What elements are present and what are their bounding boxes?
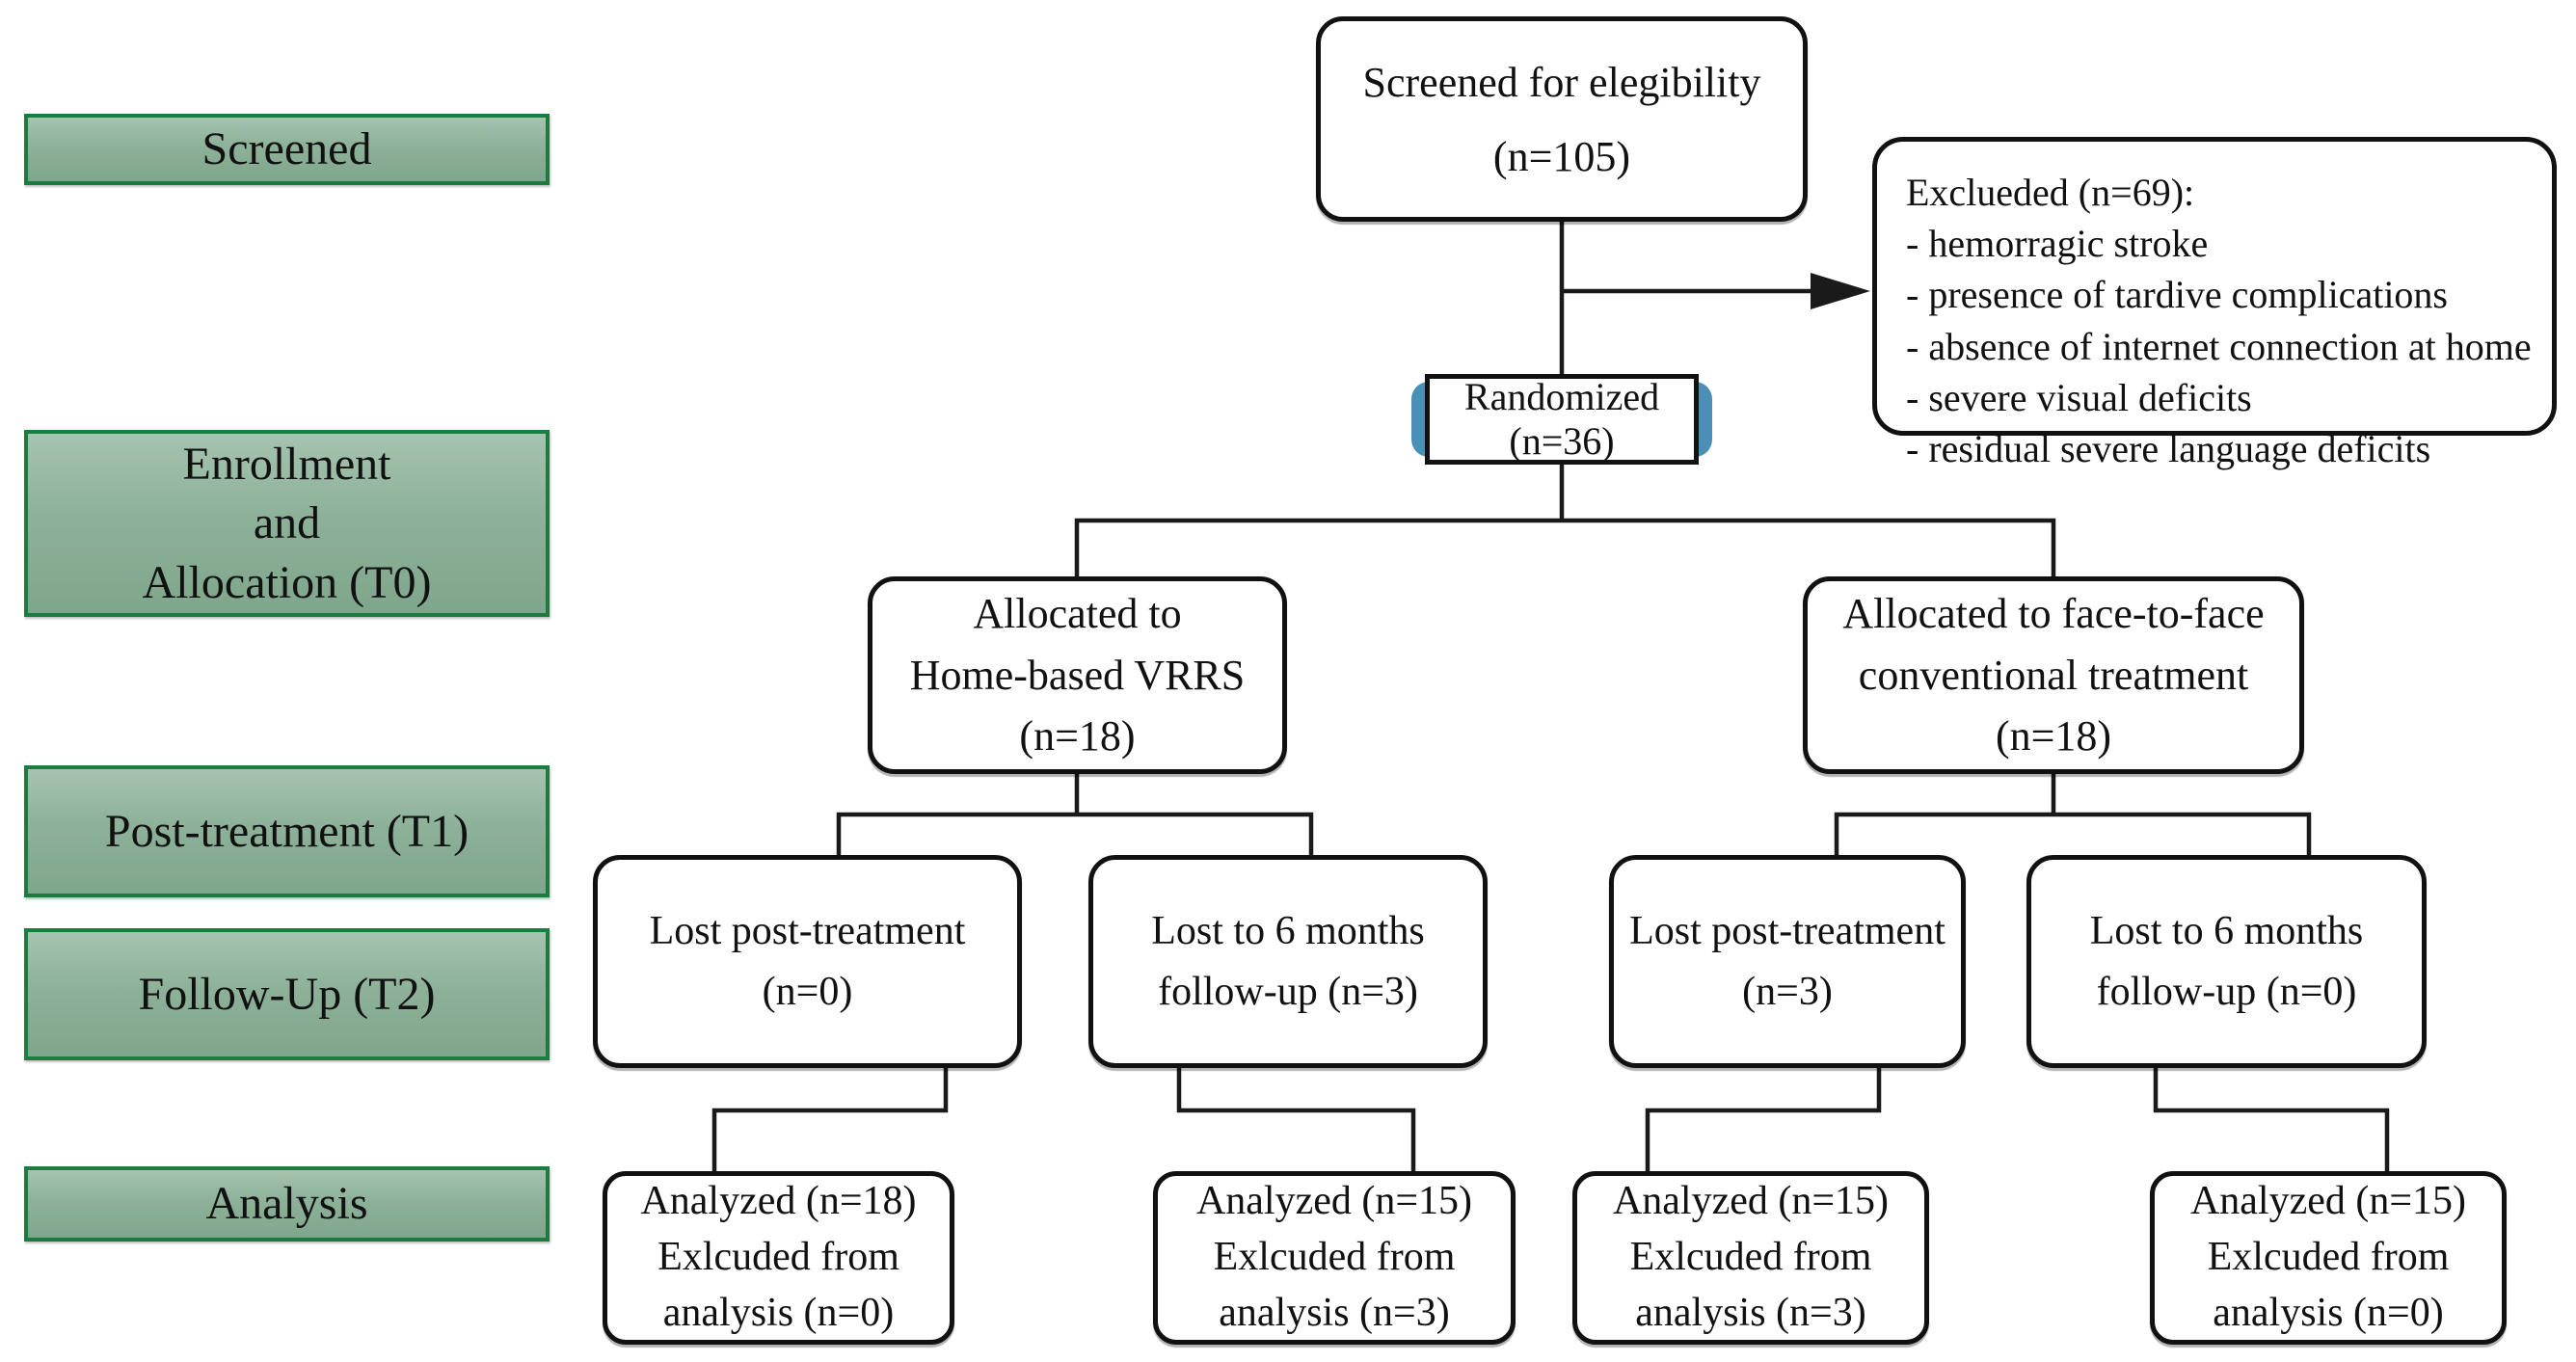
connector-lost2-analysis2: [1176, 1068, 1416, 1171]
connector-lost3-analysis3: [1645, 1068, 1882, 1171]
randomized-box: Randomized (n=36): [1425, 374, 1699, 465]
excluded-reasons-box: Exclueded (n=69): - hemorragic stroke - …: [1872, 137, 2557, 470]
connector-alloc-left-split: [836, 812, 1314, 855]
analyzed-conventional-t1-box: Analyzed (n=15) Exlcuded from analysis (…: [1572, 1171, 1929, 1345]
stage-label-enrollment-allocation: Enrollment and Allocation (T0): [24, 430, 550, 617]
excluded-reason-4: - severe visual deficits: [1906, 375, 2252, 419]
excluded-reason-5: - residual severe language deficits: [1906, 426, 2431, 470]
connector-lost4-analysis4: [2153, 1068, 2390, 1171]
lost-follow-up-conventional-box: Lost to 6 months follow-up (n=0): [2026, 855, 2427, 1068]
lost-post-treatment-conventional-box: Lost post-treatment (n=3): [1609, 855, 1966, 1068]
connector-allocation-branch: [1074, 518, 2056, 576]
analyzed-conventional-t2-box: Analyzed (n=15) Exlcuded from analysis (…: [2150, 1171, 2507, 1345]
stage-label-follow-up: Follow-Up (T2): [24, 928, 550, 1060]
screened-for-eligibility-box: Screened for elegibility (n=105): [1316, 16, 1808, 222]
connector-lost1-analysis1: [711, 1068, 949, 1171]
lost-post-treatment-vrrs-box: Lost post-treatment (n=0): [593, 855, 1022, 1068]
connector-alloc-right-split: [1834, 812, 2312, 855]
allocated-home-vrrs-box: Allocated to Home-based VRRS (n=18): [868, 576, 1287, 774]
stage-label-screened: Screened: [24, 114, 550, 185]
analyzed-vrrs-t1-box: Analyzed (n=18) Exlcuded from analysis (…: [603, 1171, 954, 1345]
stage-label-post-treatment: Post-treatment (T1): [24, 765, 550, 897]
stage-label-analysis: Analysis: [24, 1166, 550, 1242]
excluded-title: Exclueded (n=69):: [1906, 171, 2195, 214]
analyzed-vrrs-t2-box: Analyzed (n=15) Exlcuded from analysis (…: [1153, 1171, 1516, 1345]
excluded-reason-1: - hemorragic stroke: [1906, 222, 2209, 266]
excluded-arrowhead: [1811, 273, 1870, 309]
allocated-face-to-face-box: Allocated to face-to-face conventional t…: [1803, 576, 2304, 774]
lost-follow-up-vrrs-box: Lost to 6 months follow-up (n=3): [1088, 855, 1488, 1068]
excluded-reason-3: - absence of internet connection at home: [1906, 324, 2532, 368]
excluded-reason-2: - presence of tardive complications: [1906, 273, 2448, 317]
